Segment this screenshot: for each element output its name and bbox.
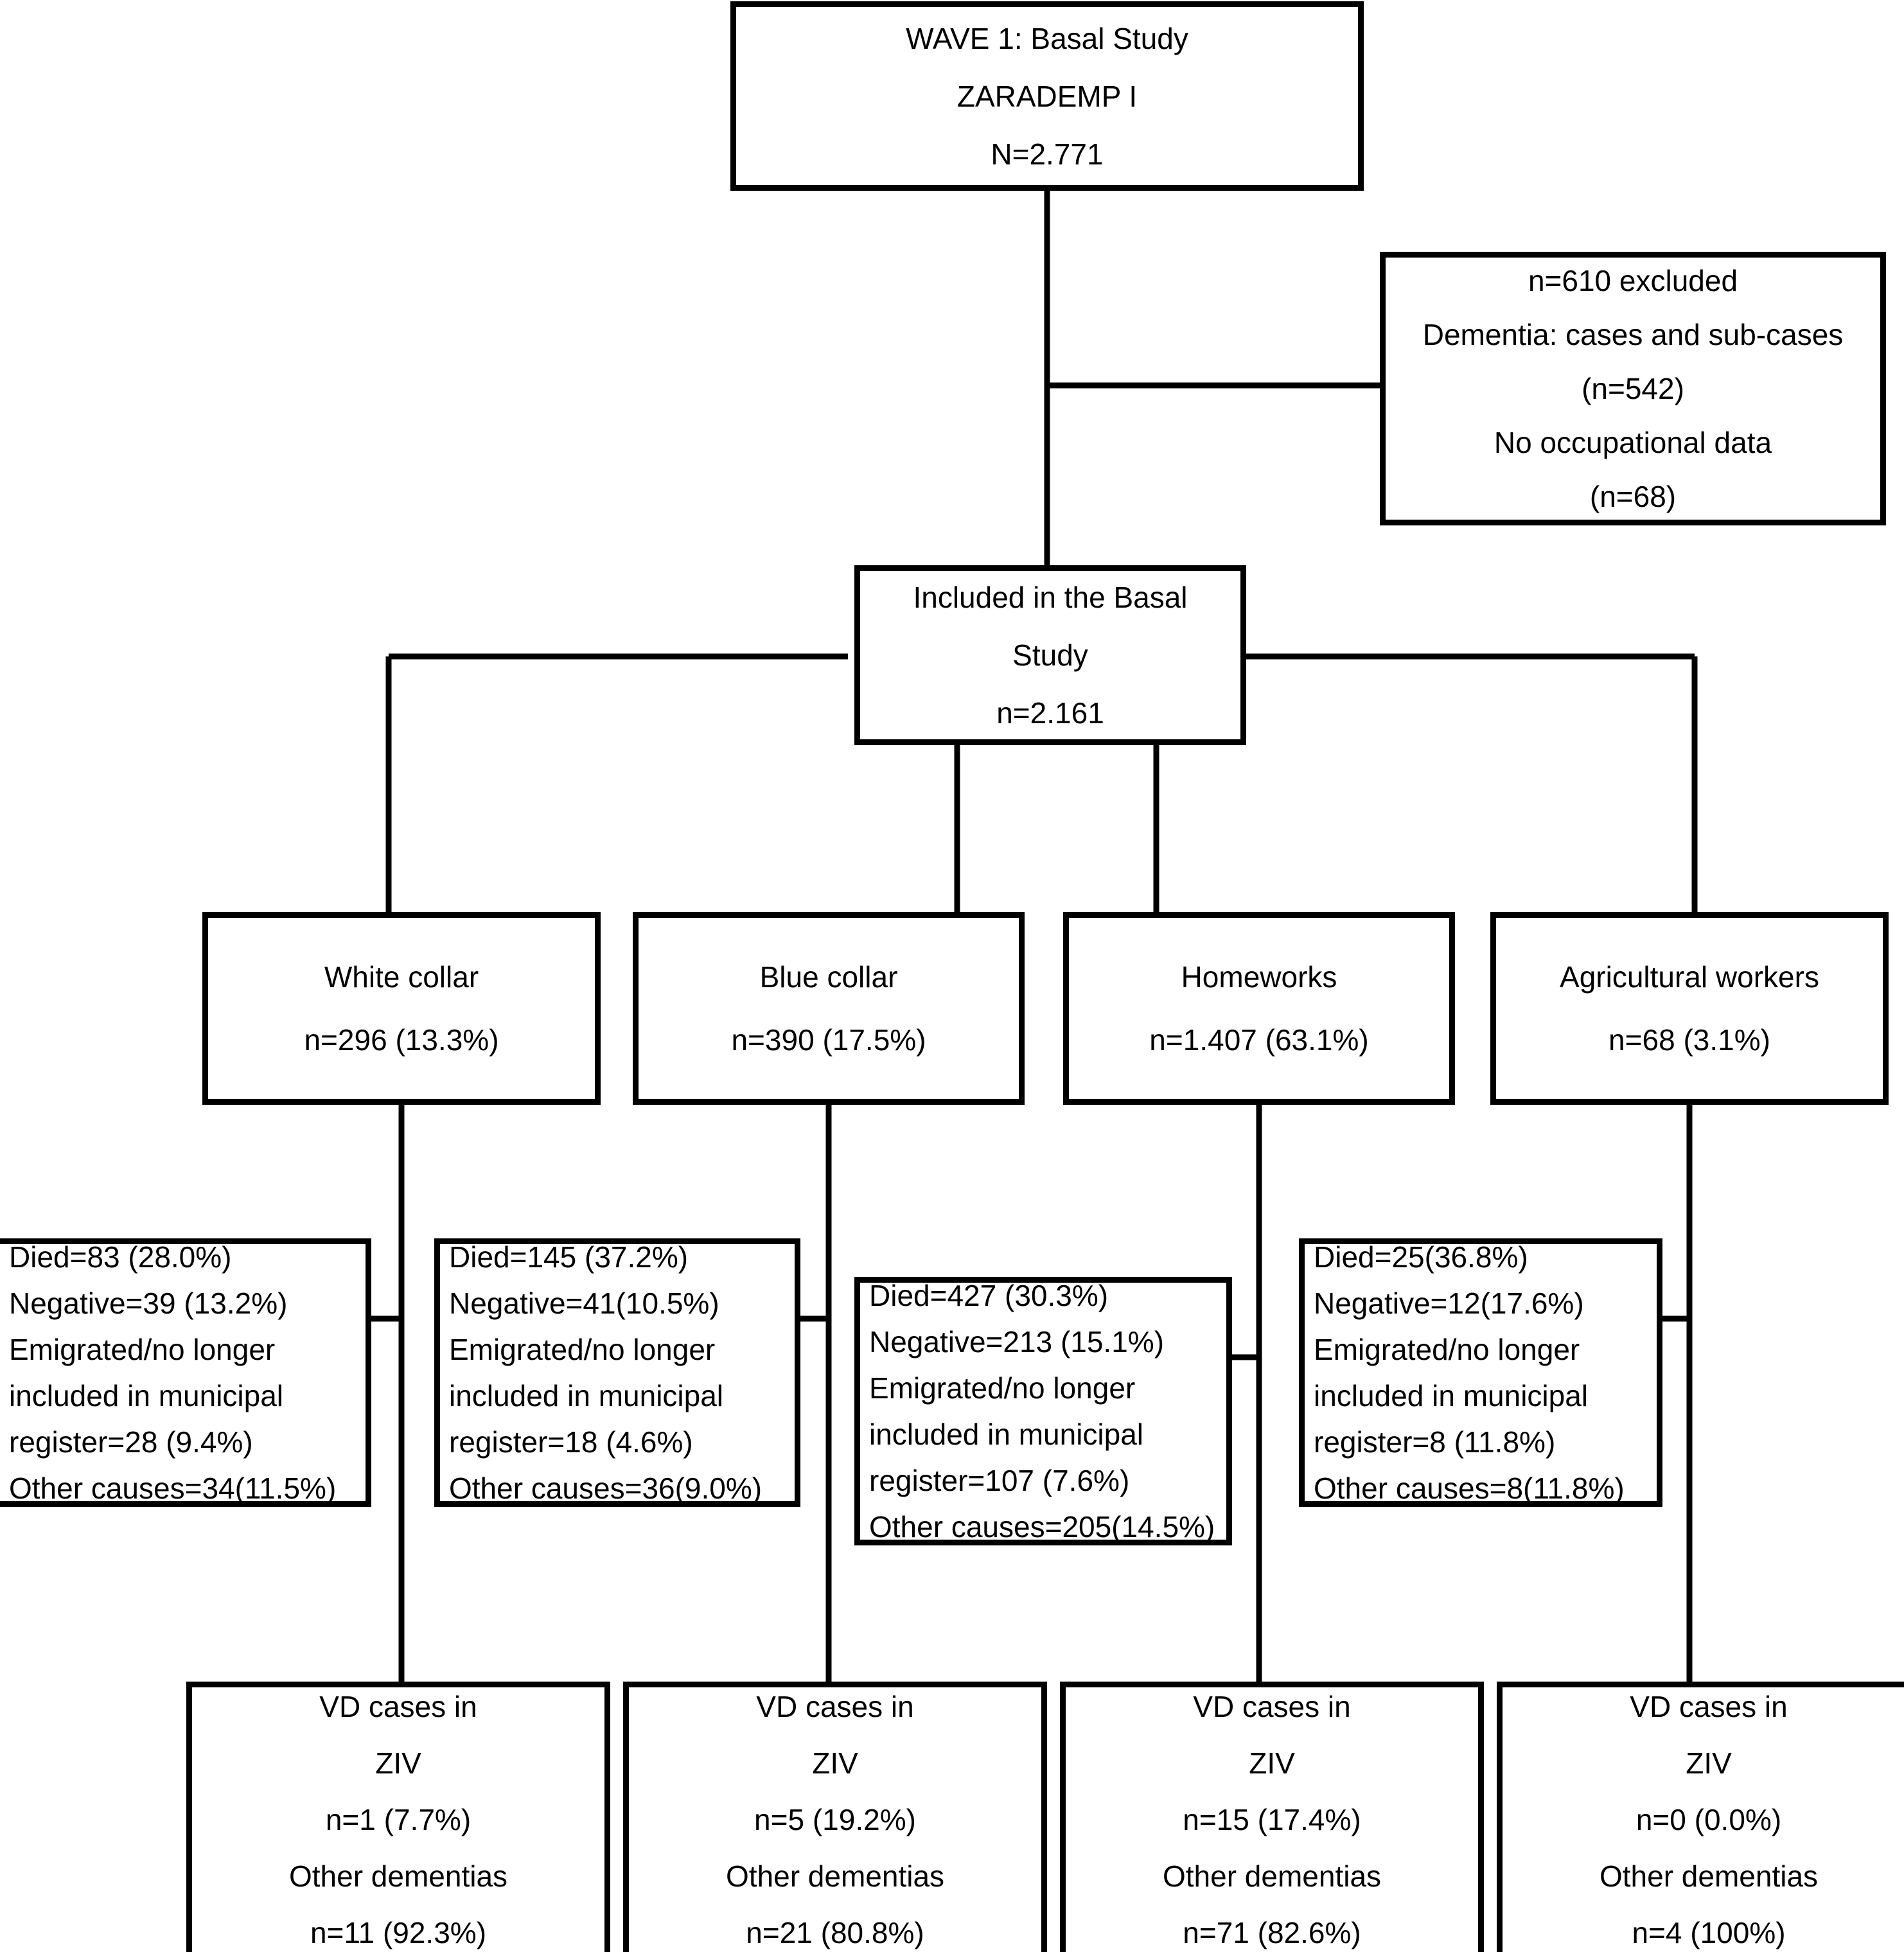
- node-outcome-1-line-2: ZIV: [375, 1746, 421, 1780]
- node-outcome-4-line-1: VD cases in: [1630, 1690, 1788, 1723]
- node-attrition-3-line-3: Emigrated/no longer: [869, 1371, 1136, 1405]
- node-included-line-1: Included in the Basal: [913, 581, 1188, 614]
- node-outcome-4-line-3: n=0 (0.0%): [1635, 1803, 1782, 1836]
- node-outcome-4-line-4: Other dementias: [1599, 1860, 1819, 1893]
- node-attrition-3-line-5: register=107 (7.6%): [869, 1464, 1130, 1497]
- node-outcome-white-collar: VD cases in ZIV n=1 (7.7%) Other dementi…: [186, 1682, 610, 1952]
- node-outcome-3-line-1: VD cases in: [1193, 1690, 1351, 1723]
- node-attrition-1-line-4: included in municipal: [9, 1379, 284, 1412]
- node-attrition-blue-collar: Died=145 (37.2%) Negative=41(10.5%) Emig…: [434, 1238, 800, 1507]
- node-included-basal-study: Included in the Basal Study n=2.161: [854, 565, 1246, 745]
- node-attrition-2-line-3: Emigrated/no longer: [449, 1333, 716, 1366]
- node-attrition-1-line-6: Other causes=34(11.5%): [9, 1472, 337, 1505]
- node-attrition-2-line-1: Died=145 (37.2%): [449, 1240, 689, 1274]
- node-outcome-2-line-1: VD cases in: [756, 1690, 914, 1723]
- node-category-homeworks-count: n=1.407 (63.1%): [1149, 1023, 1369, 1057]
- node-outcome-2-line-4: Other dementias: [725, 1860, 945, 1893]
- node-outcome-2-line-3: n=5 (19.2%): [754, 1803, 916, 1836]
- node-attrition-4-line-4: included in municipal: [1314, 1379, 1589, 1412]
- node-attrition-4-line-3: Emigrated/no longer: [1314, 1333, 1580, 1366]
- node-category-blue-collar-label: Blue collar: [759, 960, 898, 994]
- node-outcome-agricultural-workers: VD cases in ZIV n=0 (0.0%) Other dementi…: [1497, 1682, 1904, 1952]
- node-outcome-3-line-3: n=15 (17.4%): [1183, 1803, 1361, 1836]
- node-attrition-1-line-1: Died=83 (28.0%): [9, 1240, 232, 1274]
- node-excluded-line-3: (n=542): [1582, 372, 1684, 405]
- node-attrition-3-line-2: Negative=213 (15.1%): [869, 1325, 1165, 1358]
- node-outcome-4-line-5: n=4 (100%): [1632, 1916, 1786, 1949]
- node-category-homeworks-label: Homeworks: [1181, 960, 1337, 994]
- node-outcome-homeworks: VD cases in ZIV n=15 (17.4%) Other demen…: [1060, 1682, 1484, 1952]
- node-excluded-line-2: Dementia: cases and sub-cases: [1422, 318, 1844, 351]
- node-excluded: n=610 excluded Dementia: cases and sub-c…: [1380, 252, 1886, 525]
- node-outcome-1-line-3: n=1 (7.7%): [325, 1803, 472, 1836]
- node-outcome-1-line-4: Other dementias: [288, 1860, 508, 1893]
- node-category-homeworks: Homeworks n=1.407 (63.1%): [1063, 912, 1455, 1105]
- node-excluded-line-4: No occupational data: [1494, 426, 1772, 459]
- node-category-white-collar: White collar n=296 (13.3%): [202, 912, 601, 1105]
- node-category-white-collar-count: n=296 (13.3%): [304, 1023, 499, 1057]
- node-attrition-3-line-4: included in municipal: [869, 1418, 1144, 1451]
- node-attrition-4-line-1: Died=25(36.8%): [1314, 1240, 1528, 1274]
- node-attrition-4-line-6: Other causes=8(11.8%): [1314, 1472, 1625, 1505]
- node-category-blue-collar: Blue collar n=390 (17.5%): [633, 912, 1025, 1105]
- node-included-line-2: Study: [1012, 638, 1088, 672]
- node-outcome-blue-collar: VD cases in ZIV n=5 (19.2%) Other dement…: [623, 1682, 1047, 1952]
- node-attrition-2-line-5: register=18 (4.6%): [449, 1425, 693, 1459]
- node-outcome-3-line-2: ZIV: [1249, 1746, 1295, 1780]
- node-outcome-2-line-2: ZIV: [812, 1746, 858, 1780]
- node-outcome-1-line-1: VD cases in: [319, 1690, 477, 1723]
- node-attrition-3-line-1: Died=427 (30.3%): [869, 1279, 1109, 1312]
- node-wave1-line-2: ZARADEMP I: [956, 79, 1138, 113]
- node-attrition-agricultural-workers: Died=25(36.8%) Negative=12(17.6%) Emigra…: [1299, 1238, 1662, 1507]
- node-attrition-4-line-2: Negative=12(17.6%): [1314, 1287, 1584, 1320]
- node-attrition-homeworks: Died=427 (30.3%) Negative=213 (15.1%) Em…: [854, 1277, 1232, 1545]
- node-attrition-4-line-5: register=8 (11.8%): [1314, 1425, 1556, 1459]
- node-category-blue-collar-count: n=390 (17.5%): [731, 1023, 926, 1057]
- node-category-white-collar-label: White collar: [324, 960, 479, 994]
- node-outcome-2-line-5: n=21 (80.8%): [746, 1916, 924, 1949]
- node-category-agricultural-workers-label: Agricultural workers: [1560, 960, 1819, 994]
- node-attrition-1-line-5: register=28 (9.4%): [9, 1425, 253, 1459]
- node-category-agricultural-workers-count: n=68 (3.1%): [1609, 1023, 1770, 1057]
- node-excluded-line-5: (n=68): [1589, 480, 1677, 513]
- node-outcome-3-line-4: Other dementias: [1162, 1860, 1382, 1893]
- node-wave1-line-3: N=2.771: [991, 137, 1104, 171]
- node-attrition-1-line-3: Emigrated/no longer: [9, 1333, 276, 1366]
- node-category-agricultural-workers: Agricultural workers n=68 (3.1%): [1490, 912, 1889, 1105]
- node-attrition-2-line-2: Negative=41(10.5%): [449, 1287, 719, 1320]
- node-excluded-line-1: n=610 excluded: [1528, 264, 1738, 297]
- node-wave1-line-1: WAVE 1: Basal Study: [906, 21, 1188, 55]
- node-attrition-1-line-2: Negative=39 (13.2%): [9, 1287, 288, 1320]
- node-attrition-3-line-6: Other causes=205(14.5%): [869, 1510, 1215, 1543]
- node-included-line-3: n=2.161: [996, 696, 1104, 730]
- node-attrition-2-line-4: included in municipal: [449, 1379, 724, 1412]
- node-attrition-2-line-6: Other causes=36(9.0%): [449, 1472, 762, 1505]
- node-outcome-3-line-5: n=71 (82.6%): [1183, 1916, 1361, 1949]
- node-outcome-4-line-2: ZIV: [1686, 1746, 1732, 1780]
- node-outcome-1-line-5: n=11 (92.3%): [310, 1916, 487, 1949]
- node-wave1-basal-study: WAVE 1: Basal Study ZARADEMP I N=2.771: [730, 1, 1364, 191]
- node-attrition-white-collar: Died=83 (28.0%) Negative=39 (13.2%) Emig…: [0, 1238, 371, 1507]
